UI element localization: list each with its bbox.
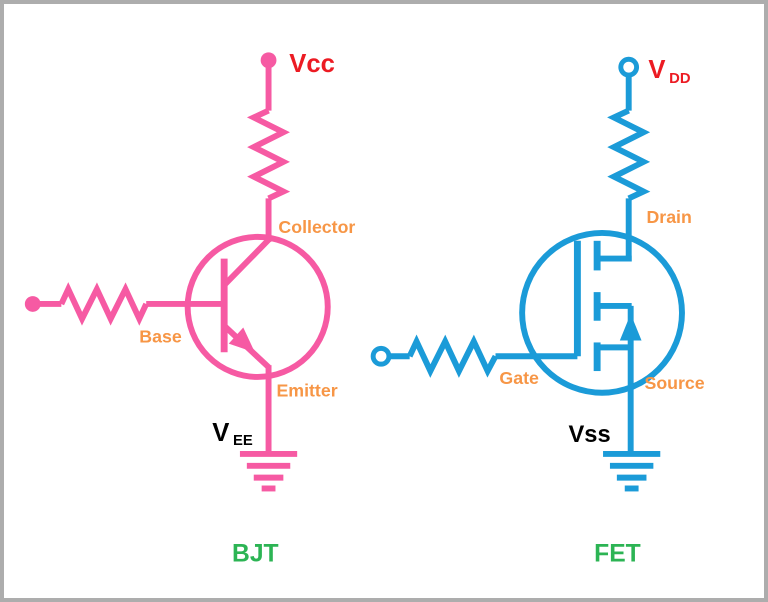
bjt-collector-resistor — [246, 107, 291, 202]
fet-type-label: FET — [594, 540, 641, 567]
fet-circuit: V DD Drain Gate Source Vss FET — [370, 56, 705, 567]
bjt-emitter-arrow — [228, 327, 256, 353]
bjt-collector-diagonal — [222, 236, 272, 288]
bjt-vee-label-main: V — [212, 419, 229, 447]
fet-gate-resistor — [406, 334, 499, 378]
fet-vss-label: Vss — [569, 422, 611, 448]
fet-source-label: Source — [644, 373, 704, 393]
fet-gate-label: Gate — [499, 368, 539, 388]
fet-gate-terminal — [370, 345, 392, 367]
bjt-type-label: BJT — [232, 540, 279, 567]
fet-vdd-label-main: V — [648, 56, 665, 84]
bjt-emitter-label: Emitter — [276, 381, 337, 401]
fet-drain-resistor — [607, 107, 651, 202]
bjt-vee-label: V EE — [212, 419, 253, 449]
bjt-vcc-terminal — [260, 52, 277, 69]
bjt-vcc-label: Vcc — [289, 50, 335, 78]
bjt-ground-symbol — [239, 450, 298, 492]
fet-vdd-label: V DD — [648, 56, 690, 87]
bjt-vee-label-sub: EE — [233, 433, 253, 449]
fet-source-arrow — [619, 313, 642, 341]
bjt-collector-label: Collector — [278, 217, 355, 237]
bjt-base-terminal — [24, 296, 41, 312]
fet-vdd-terminal — [618, 56, 640, 78]
bjt-base-label: Base — [139, 326, 182, 346]
fet-ground-symbol — [603, 450, 661, 492]
fet-drain-label: Drain — [646, 207, 691, 227]
bjt-circuit: Vcc Collector Base Emitter V EE BJT — [24, 50, 355, 567]
fet-vdd-label-sub: DD — [669, 71, 691, 87]
fet-body-circle — [519, 229, 685, 396]
circuit-diagram: Vcc Collector Base Emitter V EE BJT — [24, 50, 705, 567]
bjt-base-resistor — [58, 282, 149, 326]
